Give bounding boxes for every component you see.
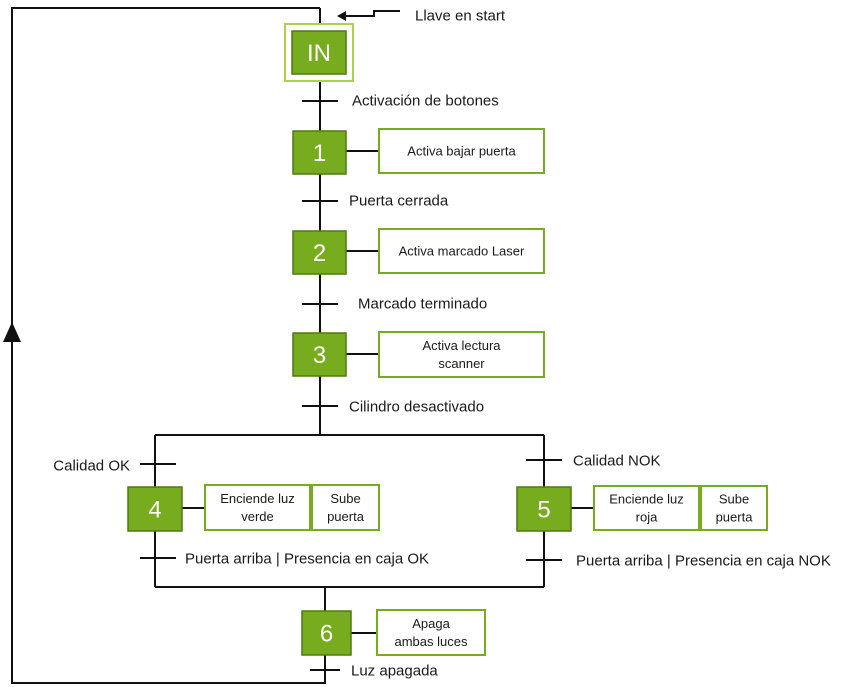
- step-label-2: 2: [313, 240, 326, 267]
- step-label-6: 6: [320, 621, 333, 648]
- start-label: Llave en start: [415, 8, 506, 25]
- step-box-in: [291, 30, 347, 75]
- step-box-6: [301, 610, 352, 656]
- action-text: Enciende luz: [609, 492, 683, 507]
- action-box-a5a: [593, 485, 700, 531]
- transition-label-luz-apagada: Luz apagada: [351, 663, 438, 680]
- action-box-a6: [376, 609, 486, 656]
- action-box-a2: [378, 228, 545, 274]
- step-box-5: [516, 486, 572, 532]
- action-text: puerta: [327, 509, 365, 524]
- step-box-4: [127, 486, 183, 532]
- transition-label-marcado-terminado: Marcado terminado: [358, 296, 487, 313]
- action-text: Activa lectura: [422, 338, 501, 353]
- return-arrow-icon: [3, 322, 21, 342]
- action-text: Activa marcado Laser: [399, 244, 525, 259]
- action-box-a3: [378, 331, 545, 378]
- step-box-1: [292, 130, 347, 175]
- start-pointer-line: [344, 10, 400, 17]
- transition-label-arriba-nok: Puerta arriba | Presencia en caja NOK: [576, 553, 831, 570]
- action-box-a4b: [311, 484, 380, 531]
- step-box-3: [292, 332, 347, 377]
- action-text: Activa bajar puerta: [407, 144, 516, 159]
- action-text: puerta: [716, 510, 754, 525]
- action-text: Apaga: [412, 616, 450, 631]
- action-box-a4a: [204, 484, 311, 531]
- return-loop-line: [11, 7, 326, 684]
- action-text: Sube: [719, 492, 749, 507]
- action-text: Sube: [330, 491, 360, 506]
- transition-label-cilindro: Cilindro desactivado: [349, 399, 484, 416]
- step-label-4: 4: [148, 497, 161, 524]
- action-box-a1: [378, 128, 545, 174]
- action-box-a5b: [700, 485, 768, 531]
- step-label-1: 1: [313, 140, 326, 167]
- step-box-2: [292, 230, 347, 275]
- transition-label-activacion: Activación de botones: [352, 93, 499, 110]
- transition-label-arriba-ok: Puerta arriba | Presencia en caja OK: [185, 551, 429, 568]
- transition-label-puerta-cerrada: Puerta cerrada: [349, 193, 449, 210]
- step-boxes: IN 1 2 3 4 5 6: [127, 23, 572, 656]
- step-label-in: IN: [307, 40, 331, 67]
- step-label-5: 5: [537, 497, 550, 524]
- transition-label-calidad-ok: Calidad OK: [53, 458, 130, 475]
- action-text: roja: [636, 510, 658, 525]
- action-text: scanner: [438, 356, 485, 371]
- action-text: Enciende luz: [220, 491, 294, 506]
- transition-label-calidad-nok: Calidad NOK: [573, 453, 661, 470]
- step-label-3: 3: [313, 342, 326, 369]
- transition-marks: [140, 100, 562, 671]
- action-text: ambas luces: [395, 634, 468, 649]
- action-text: verde: [241, 509, 274, 524]
- start-arrow-icon: [337, 11, 346, 21]
